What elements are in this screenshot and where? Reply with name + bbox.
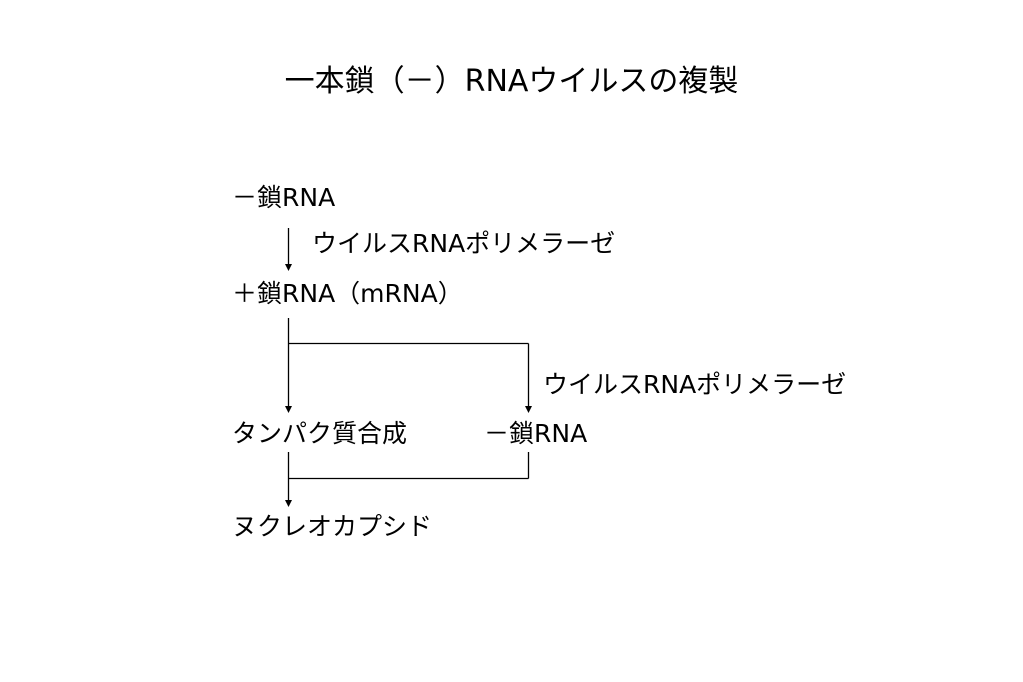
minus-strand-rna-node: －鎖RNA: [232, 183, 336, 212]
arrowhead-branch-to-minus: [525, 406, 532, 413]
arrowhead-minus-to-plus: [285, 264, 292, 271]
minus-strand-rna-product-node: －鎖RNA: [484, 419, 588, 448]
protein-synthesis-node: タンパク質合成: [232, 419, 408, 448]
plus-strand-rna-node: ＋鎖RNA（mRNA）: [232, 279, 463, 308]
enzyme-label-rna-polymerase-2: ウイルスRNAポリメラーゼ: [543, 370, 847, 399]
enzyme-label-rna-polymerase-1: ウイルスRNAポリメラーゼ: [312, 229, 616, 258]
arrowhead-plus-to-protein: [285, 406, 292, 413]
arrowhead-to-nucleocapsid: [285, 500, 292, 507]
diagram-title: 一本鎖（－）RNAウイルスの複製: [284, 64, 739, 99]
nucleocapsid-node: ヌクレオカプシド: [232, 512, 433, 541]
